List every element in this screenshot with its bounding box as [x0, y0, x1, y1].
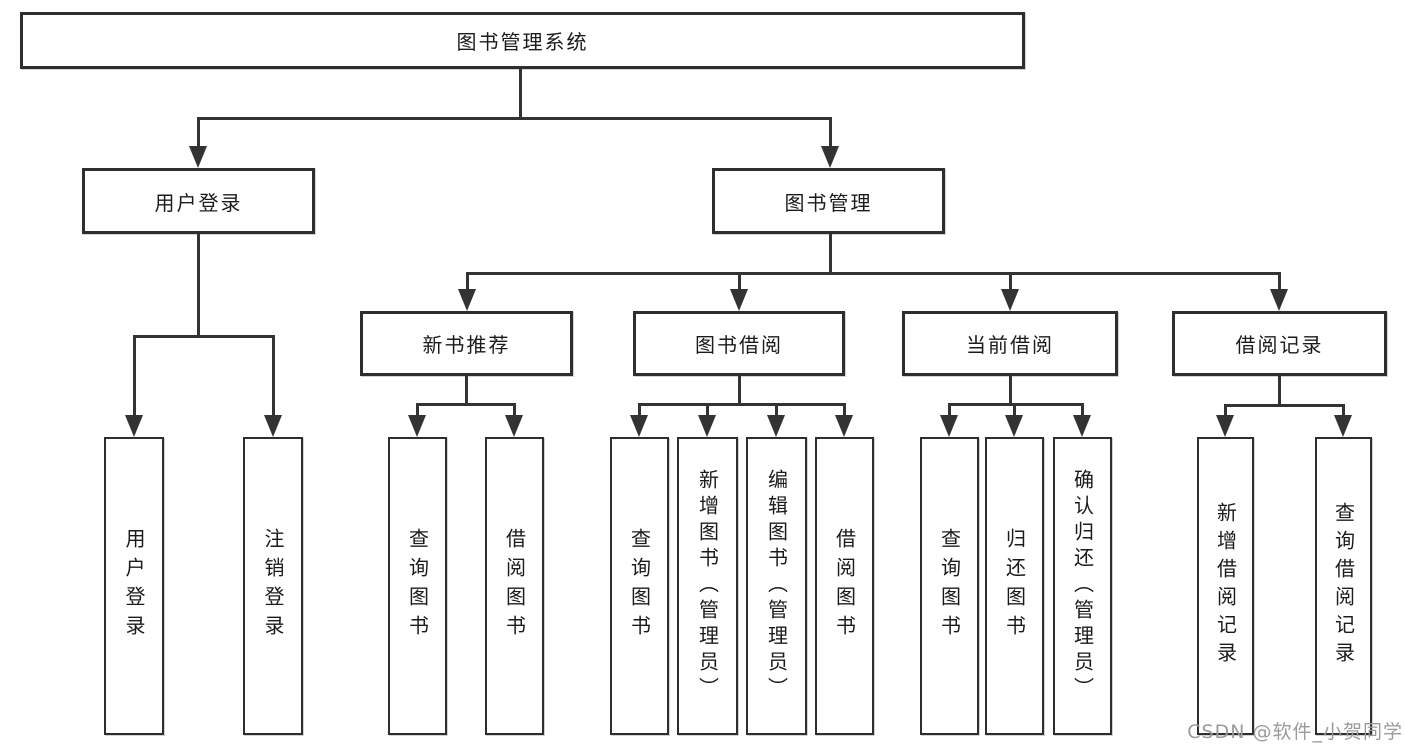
- node-leaf-user-login: 用户登录: [104, 437, 164, 735]
- node-book-management: 图书管理: [712, 168, 945, 234]
- connector-line: [829, 234, 832, 273]
- arrowhead-icon: [698, 415, 716, 437]
- arrowhead-icon: [189, 146, 207, 168]
- connector-line: [466, 272, 1280, 275]
- arrowhead-icon: [1001, 289, 1019, 311]
- node-book-borrowing-label: 图书借阅: [695, 333, 783, 357]
- connector-line: [466, 272, 469, 292]
- connector-line: [197, 117, 200, 149]
- connector-line: [416, 403, 419, 417]
- connector-line: [272, 335, 275, 417]
- leaf-label: 查询图书: [405, 528, 430, 644]
- node-leaf-confirm-return-admin: 确认归还（管理员）: [1053, 437, 1112, 735]
- node-leaf-logout: 注销登录: [243, 437, 303, 735]
- connector-line: [738, 376, 741, 405]
- node-user-login-label: 用户登录: [154, 190, 243, 215]
- connector-line: [1081, 403, 1084, 417]
- node-leaf-edit-books-admin: 编辑图书（管理员）: [746, 437, 807, 735]
- connector-line: [638, 403, 641, 417]
- connector-line: [133, 335, 274, 338]
- arrowhead-icon: [264, 415, 282, 437]
- arrowhead-icon: [505, 415, 523, 437]
- node-leaf-return-books: 归还图书: [985, 437, 1044, 735]
- arrowhead-icon: [1334, 415, 1352, 437]
- leaf-label: 查询图书: [937, 528, 962, 644]
- connector-line: [1278, 376, 1281, 406]
- connector-line: [1009, 376, 1012, 405]
- arrowhead-icon: [458, 289, 476, 311]
- connector-line: [465, 376, 468, 405]
- arrowhead-icon: [1073, 415, 1091, 437]
- leaf-label: 编辑图书（管理员）: [764, 469, 789, 703]
- connector-line: [738, 272, 741, 292]
- connector-line: [513, 403, 516, 417]
- arrowhead-icon: [408, 415, 426, 437]
- arrowhead-icon: [835, 415, 853, 437]
- arrowhead-icon: [940, 415, 958, 437]
- node-borrowing-records: 借阅记录: [1172, 311, 1387, 376]
- leaf-label: 借阅图书: [832, 528, 857, 644]
- node-book-borrowing: 图书借阅: [633, 311, 845, 376]
- connector-line: [1224, 404, 1344, 407]
- node-root: 图书管理系统: [20, 12, 1025, 69]
- arrowhead-icon: [821, 146, 839, 168]
- connector-line: [948, 403, 1083, 406]
- node-user-login: 用户登录: [82, 168, 315, 234]
- connector-line: [133, 335, 136, 417]
- arrowhead-icon: [630, 415, 648, 437]
- connector-line: [1342, 404, 1345, 417]
- node-book-management-label: 图书管理: [784, 190, 873, 215]
- connector-line: [1009, 272, 1012, 292]
- leaf-label: 借阅图书: [502, 528, 527, 644]
- node-leaf-query-books-recommend: 查询图书: [388, 437, 447, 735]
- connector-line: [1224, 404, 1227, 417]
- connector-line: [416, 403, 515, 406]
- leaf-label: 新增借阅记录: [1213, 502, 1238, 670]
- arrowhead-icon: [1005, 415, 1023, 437]
- node-leaf-borrow-books-recommend: 借阅图书: [485, 437, 544, 735]
- arrowhead-icon: [767, 415, 785, 437]
- connector-line: [843, 403, 846, 417]
- leaf-label: 新增图书（管理员）: [695, 469, 720, 703]
- csdn-watermark: CSDN @软件_小贺同学: [1187, 721, 1403, 743]
- connector-line: [775, 403, 778, 417]
- node-new-book-recommend: 新书推荐: [360, 311, 573, 376]
- connector-line: [519, 68, 522, 118]
- arrowhead-icon: [1270, 289, 1288, 311]
- arrowhead-icon: [125, 415, 143, 437]
- leaf-label: 确认归还（管理员）: [1070, 469, 1095, 703]
- leaf-label: 查询借阅记录: [1331, 502, 1356, 670]
- node-current-borrowing-label: 当前借阅: [966, 333, 1054, 357]
- node-leaf-query-books-borrowing: 查询图书: [610, 437, 669, 735]
- arrowhead-icon: [1216, 415, 1234, 437]
- node-root-label: 图书管理系统: [456, 30, 589, 54]
- leaf-label: 注销登录: [261, 528, 285, 644]
- arrowhead-icon: [730, 289, 748, 311]
- connector-line: [197, 234, 200, 336]
- leaf-label: 查询图书: [627, 528, 652, 644]
- connector-line: [1013, 403, 1016, 417]
- connector-line: [706, 403, 709, 417]
- leaf-label: 用户登录: [122, 528, 146, 644]
- node-leaf-add-borrow-record: 新增借阅记录: [1197, 437, 1254, 735]
- node-leaf-query-borrow-record: 查询借阅记录: [1315, 437, 1372, 735]
- connector-line: [638, 403, 845, 406]
- node-current-borrowing: 当前借阅: [902, 311, 1118, 376]
- node-new-book-recommend-label: 新书推荐: [422, 333, 511, 357]
- node-borrowing-records-label: 借阅记录: [1235, 333, 1324, 357]
- connector-line: [1278, 272, 1281, 292]
- node-leaf-borrow-books-borrowing: 借阅图书: [815, 437, 874, 735]
- node-leaf-query-books-current: 查询图书: [920, 437, 979, 735]
- connector-line: [829, 117, 832, 149]
- connector-line: [197, 117, 831, 120]
- node-leaf-add-books-admin: 新增图书（管理员）: [677, 437, 738, 735]
- connector-line: [948, 403, 951, 417]
- leaf-label: 归还图书: [1002, 528, 1027, 644]
